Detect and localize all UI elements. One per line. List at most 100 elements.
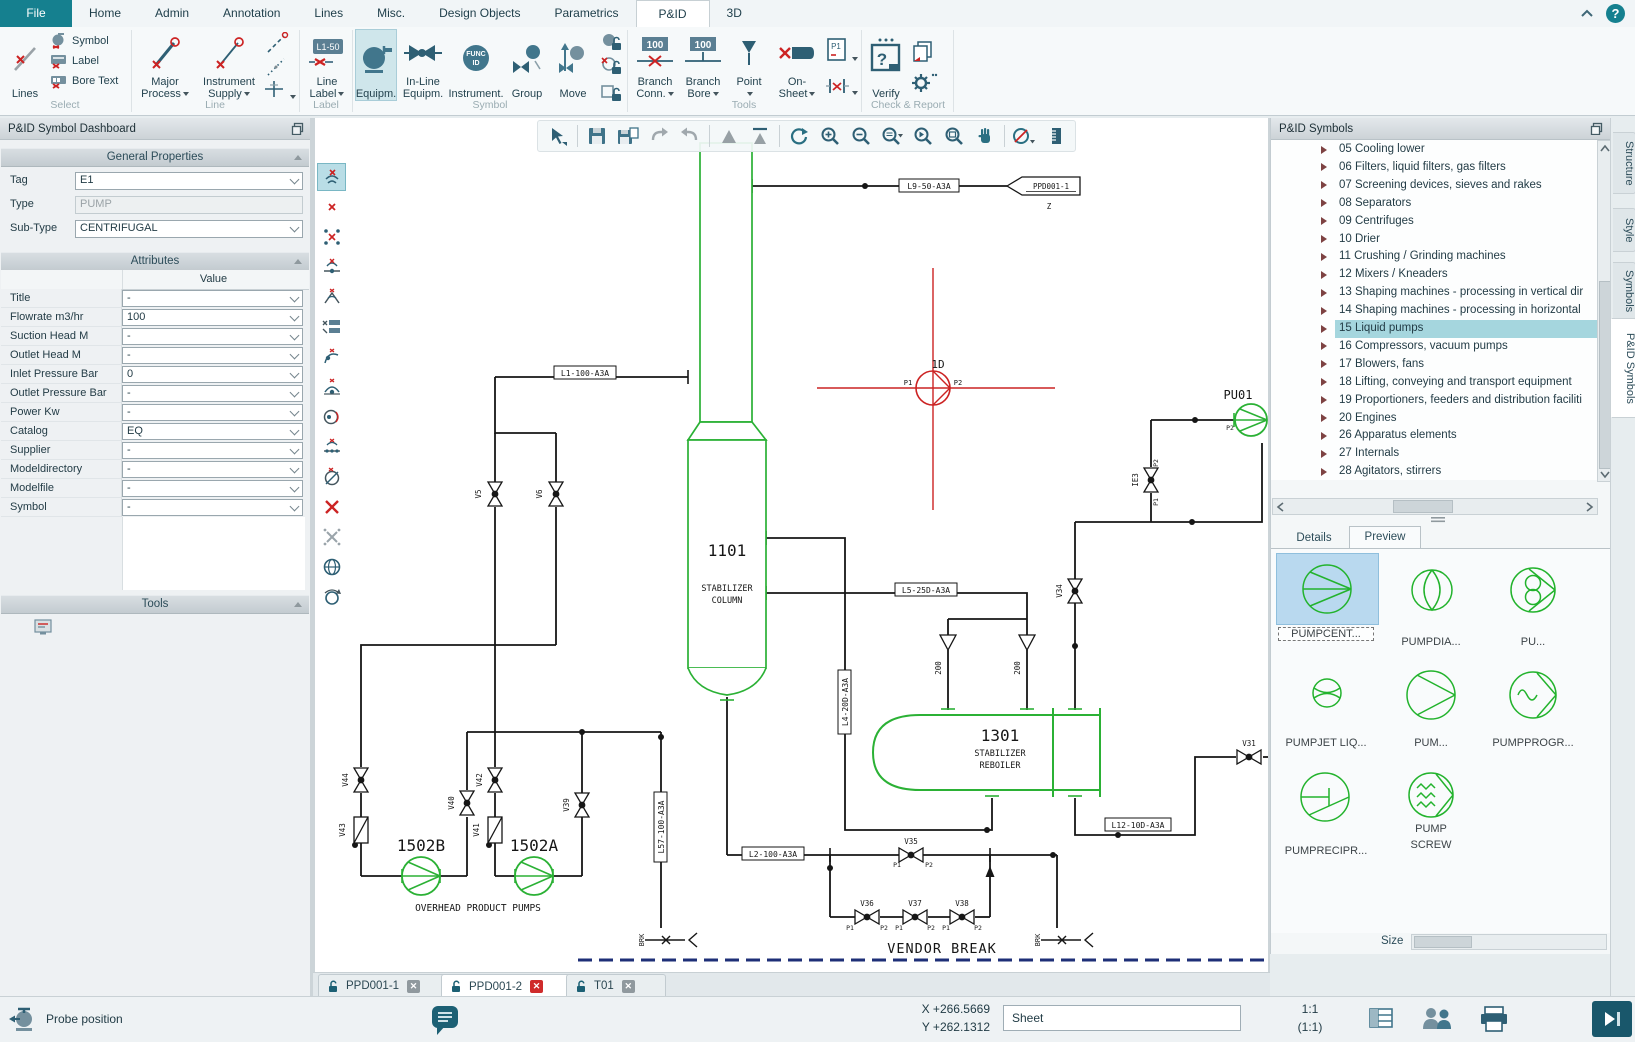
- instrument-supply-button[interactable]: Instrument Supply: [198, 30, 260, 100]
- probe-position-icon[interactable]: [8, 1006, 38, 1037]
- size-slider-thumb[interactable]: [1414, 936, 1472, 948]
- line-cross-tool-icon[interactable]: [262, 79, 296, 106]
- line-label-l12[interactable]: L12-10D-A3A: [1104, 817, 1172, 832]
- preview-item-pumpcent[interactable]: PUMPCENT...: [1276, 553, 1377, 649]
- select-symbol-button[interactable]: Symbol: [50, 33, 109, 49]
- close-tab-icon[interactable]: ✕: [407, 979, 421, 993]
- attr-value-combo[interactable]: -: [122, 442, 303, 459]
- menu-tab-lines[interactable]: Lines: [314, 6, 344, 20]
- attr-value-combo[interactable]: -: [122, 385, 303, 402]
- process-lines[interactable]: [360, 185, 1268, 928]
- tree-item[interactable]: 27 Internals: [1271, 445, 1597, 463]
- menu-tab-design-objects[interactable]: Design Objects: [439, 6, 521, 20]
- pump-1502b-symbol[interactable]: [401, 856, 441, 896]
- attr-value-combo[interactable]: -: [122, 290, 303, 307]
- doc-tab-t01[interactable]: T01 ✕: [566, 974, 666, 997]
- attr-value-combo[interactable]: -: [122, 347, 303, 364]
- tab-preview[interactable]: Preview: [1349, 526, 1421, 550]
- snap-quadrant-icon[interactable]: [318, 464, 345, 490]
- funnel-1[interactable]: [939, 634, 957, 651]
- drawing-canvas-area[interactable]: V5 V6 V44 V43 V40 V42 V41 V39 V34 IE3 V3…: [315, 118, 1268, 972]
- valve-v35[interactable]: [898, 847, 924, 863]
- line-label-l4[interactable]: L4-20D-A3A: [837, 669, 852, 735]
- tree-item[interactable]: 13 Shaping machines - processing in vert…: [1271, 284, 1597, 302]
- menu-tab-pid[interactable]: P&ID: [635, 0, 710, 27]
- tree-item[interactable]: 16 Compressors, vacuum pumps: [1271, 338, 1597, 356]
- subtype-combo[interactable]: CENTRIFUGAL: [75, 220, 303, 238]
- equipment-button[interactable]: Equipm.: [355, 29, 397, 101]
- pump-pu01-symbol[interactable]: [1234, 403, 1268, 437]
- report-icon[interactable]: [910, 39, 936, 68]
- preview-item-pumpjet[interactable]: PUMPJET LIQ...: [1276, 657, 1377, 753]
- grid-settings-icon[interactable]: [1368, 1006, 1396, 1035]
- tree-item[interactable]: 06 Filters, liquid filters, gas filters: [1271, 159, 1597, 177]
- tree-item[interactable]: 10 Drier: [1271, 231, 1597, 249]
- snap-trace-icon[interactable]: [317, 163, 346, 191]
- valve-v37[interactable]: [902, 909, 928, 925]
- close-tab-icon[interactable]: ✕: [621, 979, 635, 993]
- valve-v34[interactable]: [1068, 579, 1082, 603]
- tree-item[interactable]: 26 Apparatus elements: [1271, 427, 1597, 445]
- group-button[interactable]: Group: [504, 30, 550, 100]
- line-label-button[interactable]: L1-50 Line Label: [303, 30, 351, 100]
- select-cursor-icon[interactable]: [546, 124, 570, 148]
- menu-tab-admin[interactable]: Admin: [155, 6, 190, 20]
- attr-value-combo[interactable]: 0: [122, 366, 303, 383]
- attr-value-combo[interactable]: -: [122, 328, 303, 345]
- zoom-in-icon[interactable]: [818, 124, 842, 148]
- tools-header[interactable]: Tools: [1, 595, 309, 614]
- triangle-up-icon[interactable]: [717, 124, 741, 148]
- sheet-reference-tool-icon[interactable]: P1: [826, 37, 858, 68]
- tree-item[interactable]: 07 Screening devices, sieves and rakes: [1271, 177, 1597, 195]
- valve-v44[interactable]: [354, 768, 368, 792]
- snap-tangent-icon[interactable]: [318, 374, 345, 400]
- float-panel-icon[interactable]: [291, 122, 304, 140]
- dashed-line-tool-icon[interactable]: [264, 31, 290, 61]
- comment-bubble-icon[interactable]: [430, 1004, 460, 1039]
- zoom-previous-icon[interactable]: [911, 124, 935, 148]
- snap-center-icon[interactable]: [318, 404, 345, 430]
- select-bore-text-button[interactable]: Bore Text: [50, 73, 118, 89]
- undo-icon[interactable]: [647, 124, 671, 148]
- tree-item[interactable]: 12 Mixers / Kneaders: [1271, 266, 1597, 284]
- preview-item-pumpdia[interactable]: PUMPDIA...: [1381, 553, 1481, 649]
- snap-intersection-icon[interactable]: [318, 434, 345, 460]
- preview-item-pum[interactable]: PUM...: [1381, 657, 1481, 753]
- tree-item[interactable]: 05 Cooling lower: [1271, 141, 1597, 159]
- snap-node-icon[interactable]: [318, 254, 345, 280]
- redo-icon[interactable]: [678, 124, 702, 148]
- size-slider-track[interactable]: [1411, 934, 1607, 950]
- tree-item[interactable]: 11 Crushing / Grinding machines: [1271, 248, 1597, 266]
- measure-ruler-icon[interactable]: [1043, 124, 1067, 148]
- general-properties-header[interactable]: General Properties: [1, 148, 309, 167]
- pan-hand-icon[interactable]: [973, 124, 997, 148]
- symbol-lock-tool-3-icon[interactable]: [600, 83, 624, 110]
- line-label-l1[interactable]: L1-100-A3A: [553, 365, 617, 380]
- funnel-2[interactable]: [1018, 634, 1036, 651]
- snap-none-icon[interactable]: [318, 494, 345, 520]
- regenerate-icon[interactable]: [787, 124, 811, 148]
- line-label-l5[interactable]: L5-25D-A3A: [894, 582, 958, 597]
- menu-tab-file[interactable]: File: [0, 0, 72, 27]
- zoom-window-icon[interactable]: [942, 124, 966, 148]
- line-labels[interactable]: L9-50-A3A L1-100-A3A L5-25D-A3A L4-20D-A…: [553, 178, 1172, 863]
- side-tab-structure[interactable]: Structure: [1613, 132, 1635, 194]
- help-icon[interactable]: ?: [1606, 4, 1625, 23]
- attr-value-combo[interactable]: -: [122, 499, 303, 516]
- attr-value-combo[interactable]: 100: [122, 309, 303, 326]
- line-label-l9[interactable]: L9-50-A3A: [898, 178, 960, 193]
- pid-drawing[interactable]: V5 V6 V44 V43 V40 V42 V41 V39 V34 IE3 V3…: [315, 118, 1268, 972]
- menu-tab-home[interactable]: Home: [89, 6, 122, 20]
- placement-cursor[interactable]: 1D P1 P2: [817, 268, 1055, 510]
- tab-details[interactable]: Details: [1296, 532, 1332, 544]
- menu-tab-3d[interactable]: 3D: [726, 6, 742, 20]
- valve-v42[interactable]: [488, 768, 502, 792]
- pump-1502a-symbol[interactable]: [514, 856, 554, 896]
- snap-angle-icon[interactable]: [318, 284, 345, 310]
- save-as-icon[interactable]: [616, 124, 640, 148]
- snap-delete-icon[interactable]: [318, 524, 345, 550]
- side-tab-pid-symbols[interactable]: P&ID Symbols: [1611, 318, 1635, 418]
- major-process-button[interactable]: Major Process: [136, 30, 194, 100]
- line-label-l57[interactable]: L57-100-A3A: [653, 791, 668, 863]
